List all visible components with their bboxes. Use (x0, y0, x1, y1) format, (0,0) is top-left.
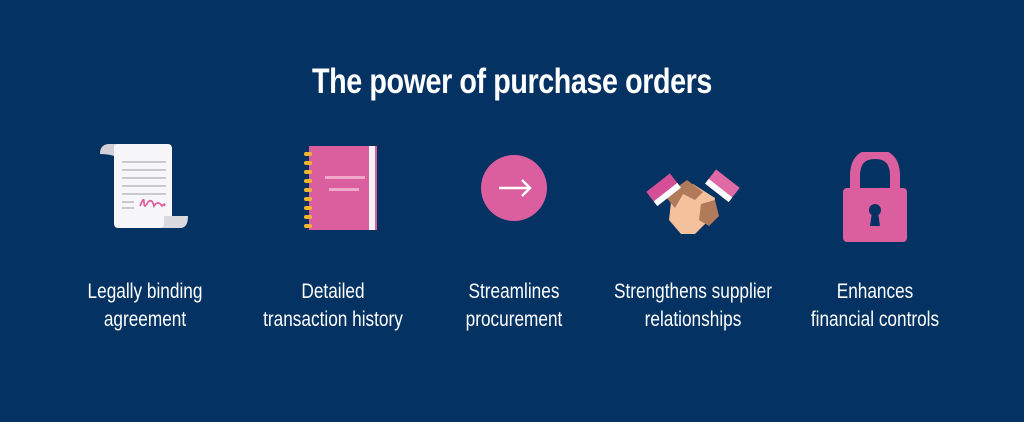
label-line: Detailed (301, 280, 365, 303)
label-line: Streamlines (468, 280, 560, 303)
label-line: transaction history (263, 308, 403, 331)
benefit-label: Streamlines procurement (432, 278, 596, 334)
label-line: relationships (644, 308, 742, 331)
label-line: procurement (465, 308, 563, 331)
label-line: agreement (103, 308, 187, 331)
page-title: The power of purchase orders (312, 62, 712, 101)
label-line: Enhances (836, 280, 914, 303)
label-line: Legally binding (87, 280, 203, 303)
benefit-label: Legally binding agreement (63, 278, 227, 334)
label-line: financial controls (810, 308, 940, 331)
scroll-document-icon (94, 140, 190, 237)
benefit-label: Enhances financial controls (793, 278, 957, 334)
handshake-icon (643, 160, 743, 247)
benefit-label: Strengthens supplier relationships (611, 278, 775, 334)
notebook-icon (299, 140, 379, 235)
label-line: Strengthens supplier (614, 280, 772, 303)
padlock-icon (841, 148, 909, 247)
arrow-circle-icon (480, 154, 548, 227)
benefit-label: Detailed transaction history (251, 278, 415, 334)
